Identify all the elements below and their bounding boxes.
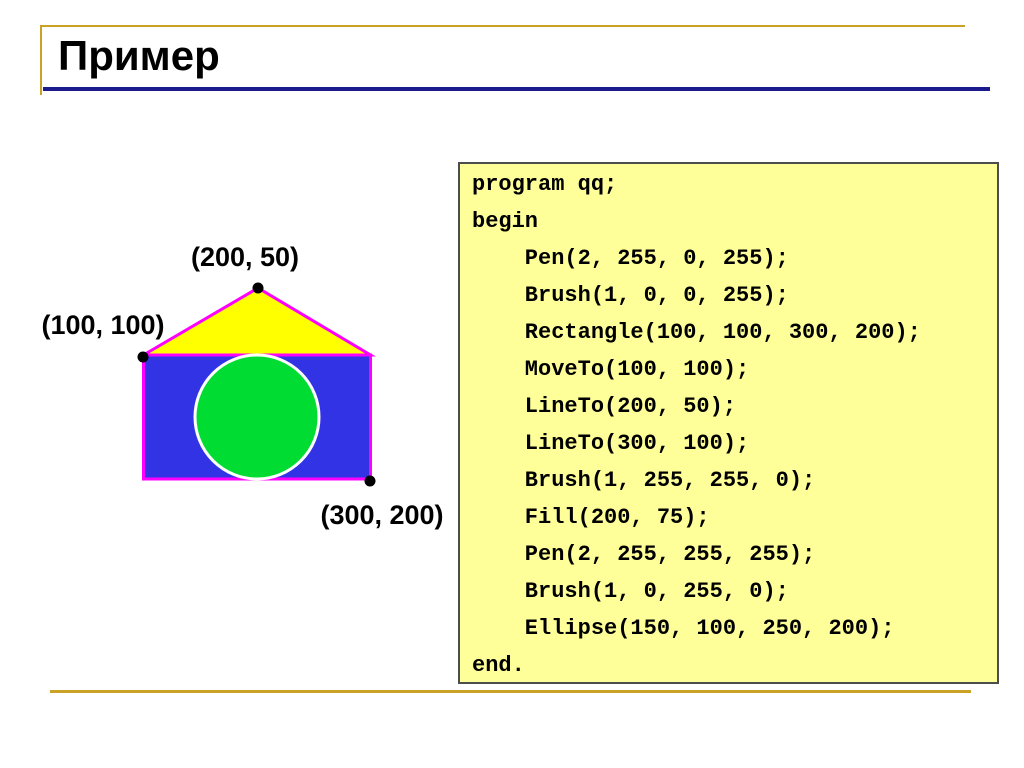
title-frame-top-rule [40, 25, 965, 27]
footer-rule [50, 690, 971, 693]
code-line: Brush(1, 255, 255, 0); [472, 468, 816, 493]
code-line: Brush(1, 0, 255, 0); [472, 579, 789, 604]
code-line: Pen(2, 255, 255, 255); [472, 542, 816, 567]
code-line: Ellipse(150, 100, 250, 200); [472, 616, 895, 641]
code-line: Brush(1, 0, 0, 255); [472, 283, 789, 308]
vertex-dot-apex [252, 282, 264, 294]
slide-title: Пример [58, 32, 220, 79]
code-line: Pen(2, 255, 0, 255); [472, 246, 789, 271]
code-box: program qq; begin Pen(2, 255, 0, 255); B… [458, 162, 999, 684]
vertex-label-bottom-right: (300, 200) [320, 500, 444, 530]
code-line: program qq; [472, 172, 618, 197]
code-line: LineTo(200, 50); [472, 394, 737, 419]
vertex-dot-top-left [137, 351, 149, 363]
title-frame-left-rule [40, 25, 42, 95]
code-line: LineTo(300, 100); [472, 431, 750, 456]
code-line: Rectangle(100, 100, 300, 200); [472, 320, 921, 345]
code-line: begin [472, 209, 539, 234]
vertex-dot-bottom-right [364, 475, 376, 487]
vertex-label-apex: (200, 50) [190, 242, 300, 272]
title-underline-rule [43, 87, 990, 91]
house-circle [193, 353, 321, 481]
house-drawing [137, 282, 376, 487]
code-line: end. [472, 653, 525, 678]
code-line: MoveTo(100, 100); [472, 357, 750, 382]
code-line: Fill(200, 75); [472, 505, 710, 530]
vertex-label-top-left: (100, 100) [41, 310, 165, 340]
